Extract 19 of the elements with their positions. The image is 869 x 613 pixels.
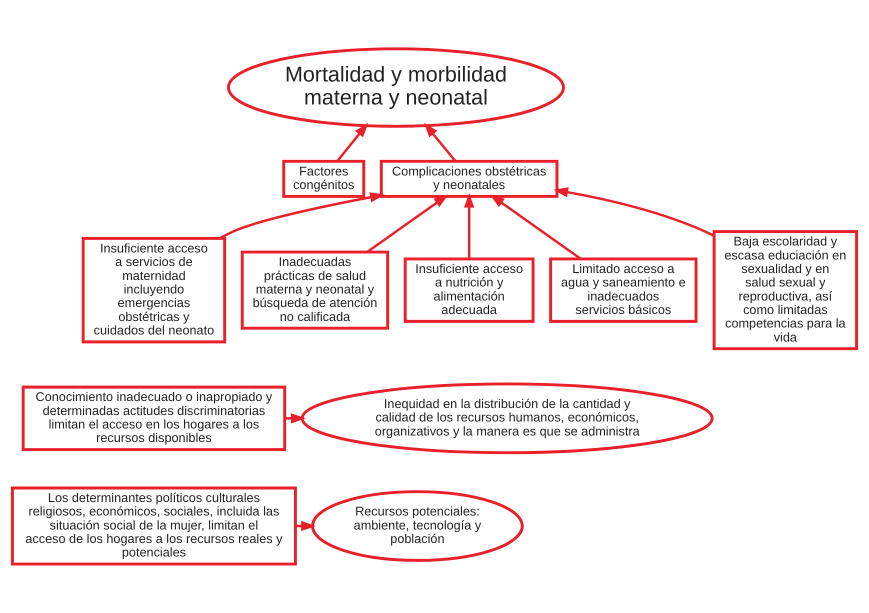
node-box: Limitado acceso a agua y saneamiento e inadecuados servicios básicos	[549, 257, 698, 323]
node-box: Insuficiente acceso a nutrición y alimentación adecuada	[404, 257, 535, 323]
node-box: Complicaciones obstétricas y neonatales	[380, 160, 558, 198]
node-box: Insuficiente acceso a servicios de maternidad incluyendo emergencias obstétricas y cuidados del neonato	[82, 236, 226, 344]
node-box: Los determinantes políticos culturales religiosos, económicos, sociales, incluida las situación social de la mujer, limitan el acceso de los hogares a los recursos reales y potenciales	[10, 486, 297, 566]
arrow	[464, 192, 474, 259]
arrow	[424, 122, 456, 162]
node-box: Conocimiento inadecuado o inapropiado y determinadas actitudes discriminatorias limitan el acceso en los hogares a los recursos disponibles	[22, 386, 286, 452]
node-box: Inadecuadas prácticas de salud materna y neonatal y búsqueda de atención no calificada	[240, 250, 390, 330]
arrow	[366, 194, 448, 253]
arrow	[218, 192, 385, 240]
node-ellipse: Mortalidad y morbilidad materna y neonatal	[226, 47, 565, 128]
node-box: Baja escolaridad y escasa educiación en sexualidad y en salud sexual y reproductiva, así como limitadas competencias para la vida	[712, 230, 858, 350]
node-box: Factores congénitos	[282, 160, 366, 198]
arrow	[490, 194, 582, 260]
arrow	[553, 187, 714, 237]
node-ellipse: Inequidad en la distribución de la cantidad y calidad de los recursos humanos, económicos, organizativos y la manera es que se administra	[300, 382, 714, 454]
node-ellipse: Recursos potenciales: ambiente, tecnología y población	[311, 490, 524, 562]
arrow	[336, 122, 368, 162]
